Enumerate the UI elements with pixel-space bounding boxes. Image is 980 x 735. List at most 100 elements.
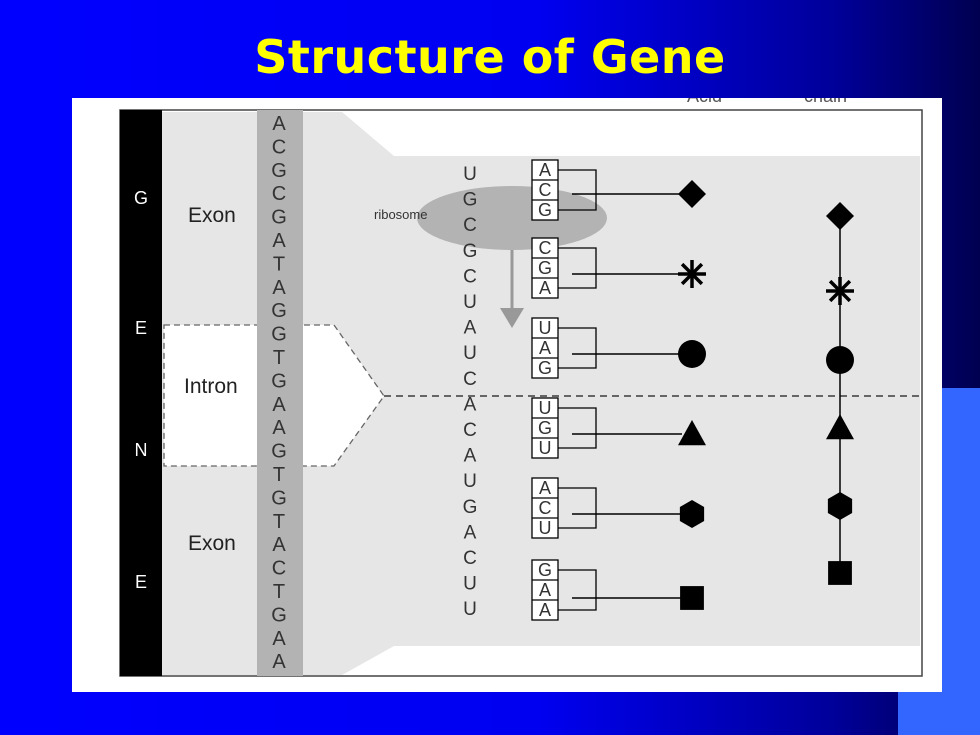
dna-base: G <box>271 324 287 346</box>
trna-bracket <box>558 169 597 211</box>
anticodon-base: A <box>539 160 551 180</box>
dna-strip <box>257 110 303 676</box>
amino-acid-square <box>680 586 704 610</box>
chain-amino-acid-circle <box>826 346 854 374</box>
mrna-base: A <box>464 394 477 415</box>
dna-base: A <box>272 534 286 556</box>
anticodon-base: C <box>539 238 552 258</box>
trna-bracket <box>558 247 597 289</box>
ribosome-arrow-head <box>500 308 524 328</box>
anticodon-base: G <box>538 358 552 378</box>
chain-amino-acid-hexagon <box>827 492 853 520</box>
trna-bracket <box>558 407 597 449</box>
codon-box <box>531 477 559 539</box>
slide-title: Structure of Gene <box>254 30 726 84</box>
mrna-base: G <box>463 190 478 211</box>
trna-bracket <box>558 569 597 611</box>
mrna-base: U <box>463 164 477 185</box>
dna-base: G <box>271 160 287 182</box>
anticodon-base: A <box>539 600 551 620</box>
anticodon-base: U <box>539 318 552 338</box>
codon-box <box>531 317 559 379</box>
amino-acid-diamond <box>678 180 706 208</box>
dna-base: G <box>271 604 287 626</box>
mrna-base: C <box>463 266 477 287</box>
mrna-base: U <box>463 471 477 492</box>
mrna-base: A <box>464 446 477 467</box>
dna-base: G <box>271 207 287 229</box>
dna-base: A <box>272 230 286 252</box>
dna-base: C <box>272 558 286 580</box>
dna-base: T <box>273 253 285 275</box>
mrna-base: U <box>463 574 477 595</box>
dna-base: A <box>272 417 286 439</box>
amino-acid-hexagon <box>679 500 705 528</box>
mrna-base: A <box>464 522 477 543</box>
transcription-region <box>162 112 920 675</box>
amino-acid-triangle <box>678 420 706 446</box>
anticodon-base: U <box>539 518 552 538</box>
acid-header-fragment: Acid <box>687 98 722 106</box>
gene-letter: N <box>135 440 148 460</box>
gene-bar <box>120 110 162 676</box>
chain-amino-acid-square <box>828 561 852 585</box>
anticodon-base: U <box>539 438 552 458</box>
gene-letter: E <box>135 572 147 592</box>
dna-base: A <box>272 277 286 299</box>
codon-box <box>531 159 559 221</box>
anticodon-base: A <box>539 278 551 298</box>
dna-base: C <box>272 136 286 158</box>
codon-group: CGA <box>531 237 706 299</box>
dna-base: G <box>271 441 287 463</box>
codon-group: ACU <box>531 477 705 539</box>
mrna-base: U <box>463 343 477 364</box>
mrna-base: C <box>463 548 477 569</box>
chain-amino-acid-triangle <box>826 414 854 440</box>
codon-box <box>531 559 559 621</box>
anticodon-base: G <box>538 418 552 438</box>
anticodon-base: G <box>538 258 552 278</box>
chain-amino-acid-asterisk <box>826 277 854 305</box>
amino-acid-asterisk <box>678 260 706 288</box>
mrna-base: G <box>463 497 478 518</box>
anticodon-base: G <box>538 200 552 220</box>
codon-group: ACG <box>531 159 706 221</box>
mrna-base: C <box>463 215 477 236</box>
anticodon-base: A <box>539 338 551 358</box>
anticodon-base: A <box>539 478 551 498</box>
amino-acid-circle <box>678 340 706 368</box>
dna-base: T <box>273 581 285 603</box>
mrna-base: U <box>463 599 477 620</box>
codon-box <box>531 397 559 459</box>
trna-bracket <box>558 327 597 369</box>
codon-group: UAG <box>531 317 706 379</box>
mrna-base: C <box>463 420 477 441</box>
dna-base: G <box>271 370 287 392</box>
mrna-base: A <box>464 318 477 339</box>
mrna-base: G <box>463 241 478 262</box>
dna-base: A <box>272 394 286 416</box>
mrna-base: C <box>463 369 477 390</box>
anticodon-base: A <box>539 580 551 600</box>
dna-base: G <box>271 487 287 509</box>
gene-letter: G <box>134 188 148 208</box>
chain-amino-acid-diamond <box>826 202 854 230</box>
exon-bottom-label: Exon <box>188 532 236 555</box>
gene-letter: E <box>135 318 147 338</box>
dna-base: T <box>273 511 285 533</box>
dna-base: T <box>273 464 285 486</box>
intron-label: Intron <box>184 375 238 398</box>
codon-group: UGU <box>531 397 706 459</box>
gene-letters: G E N E <box>134 188 148 592</box>
exon-top-label: Exon <box>188 204 236 227</box>
dna-base: A <box>272 113 286 135</box>
chain-header-fragment: chain <box>804 98 847 106</box>
ribosome-shape <box>417 186 607 250</box>
dna-base: C <box>272 183 286 205</box>
mrna-base: U <box>463 292 477 313</box>
